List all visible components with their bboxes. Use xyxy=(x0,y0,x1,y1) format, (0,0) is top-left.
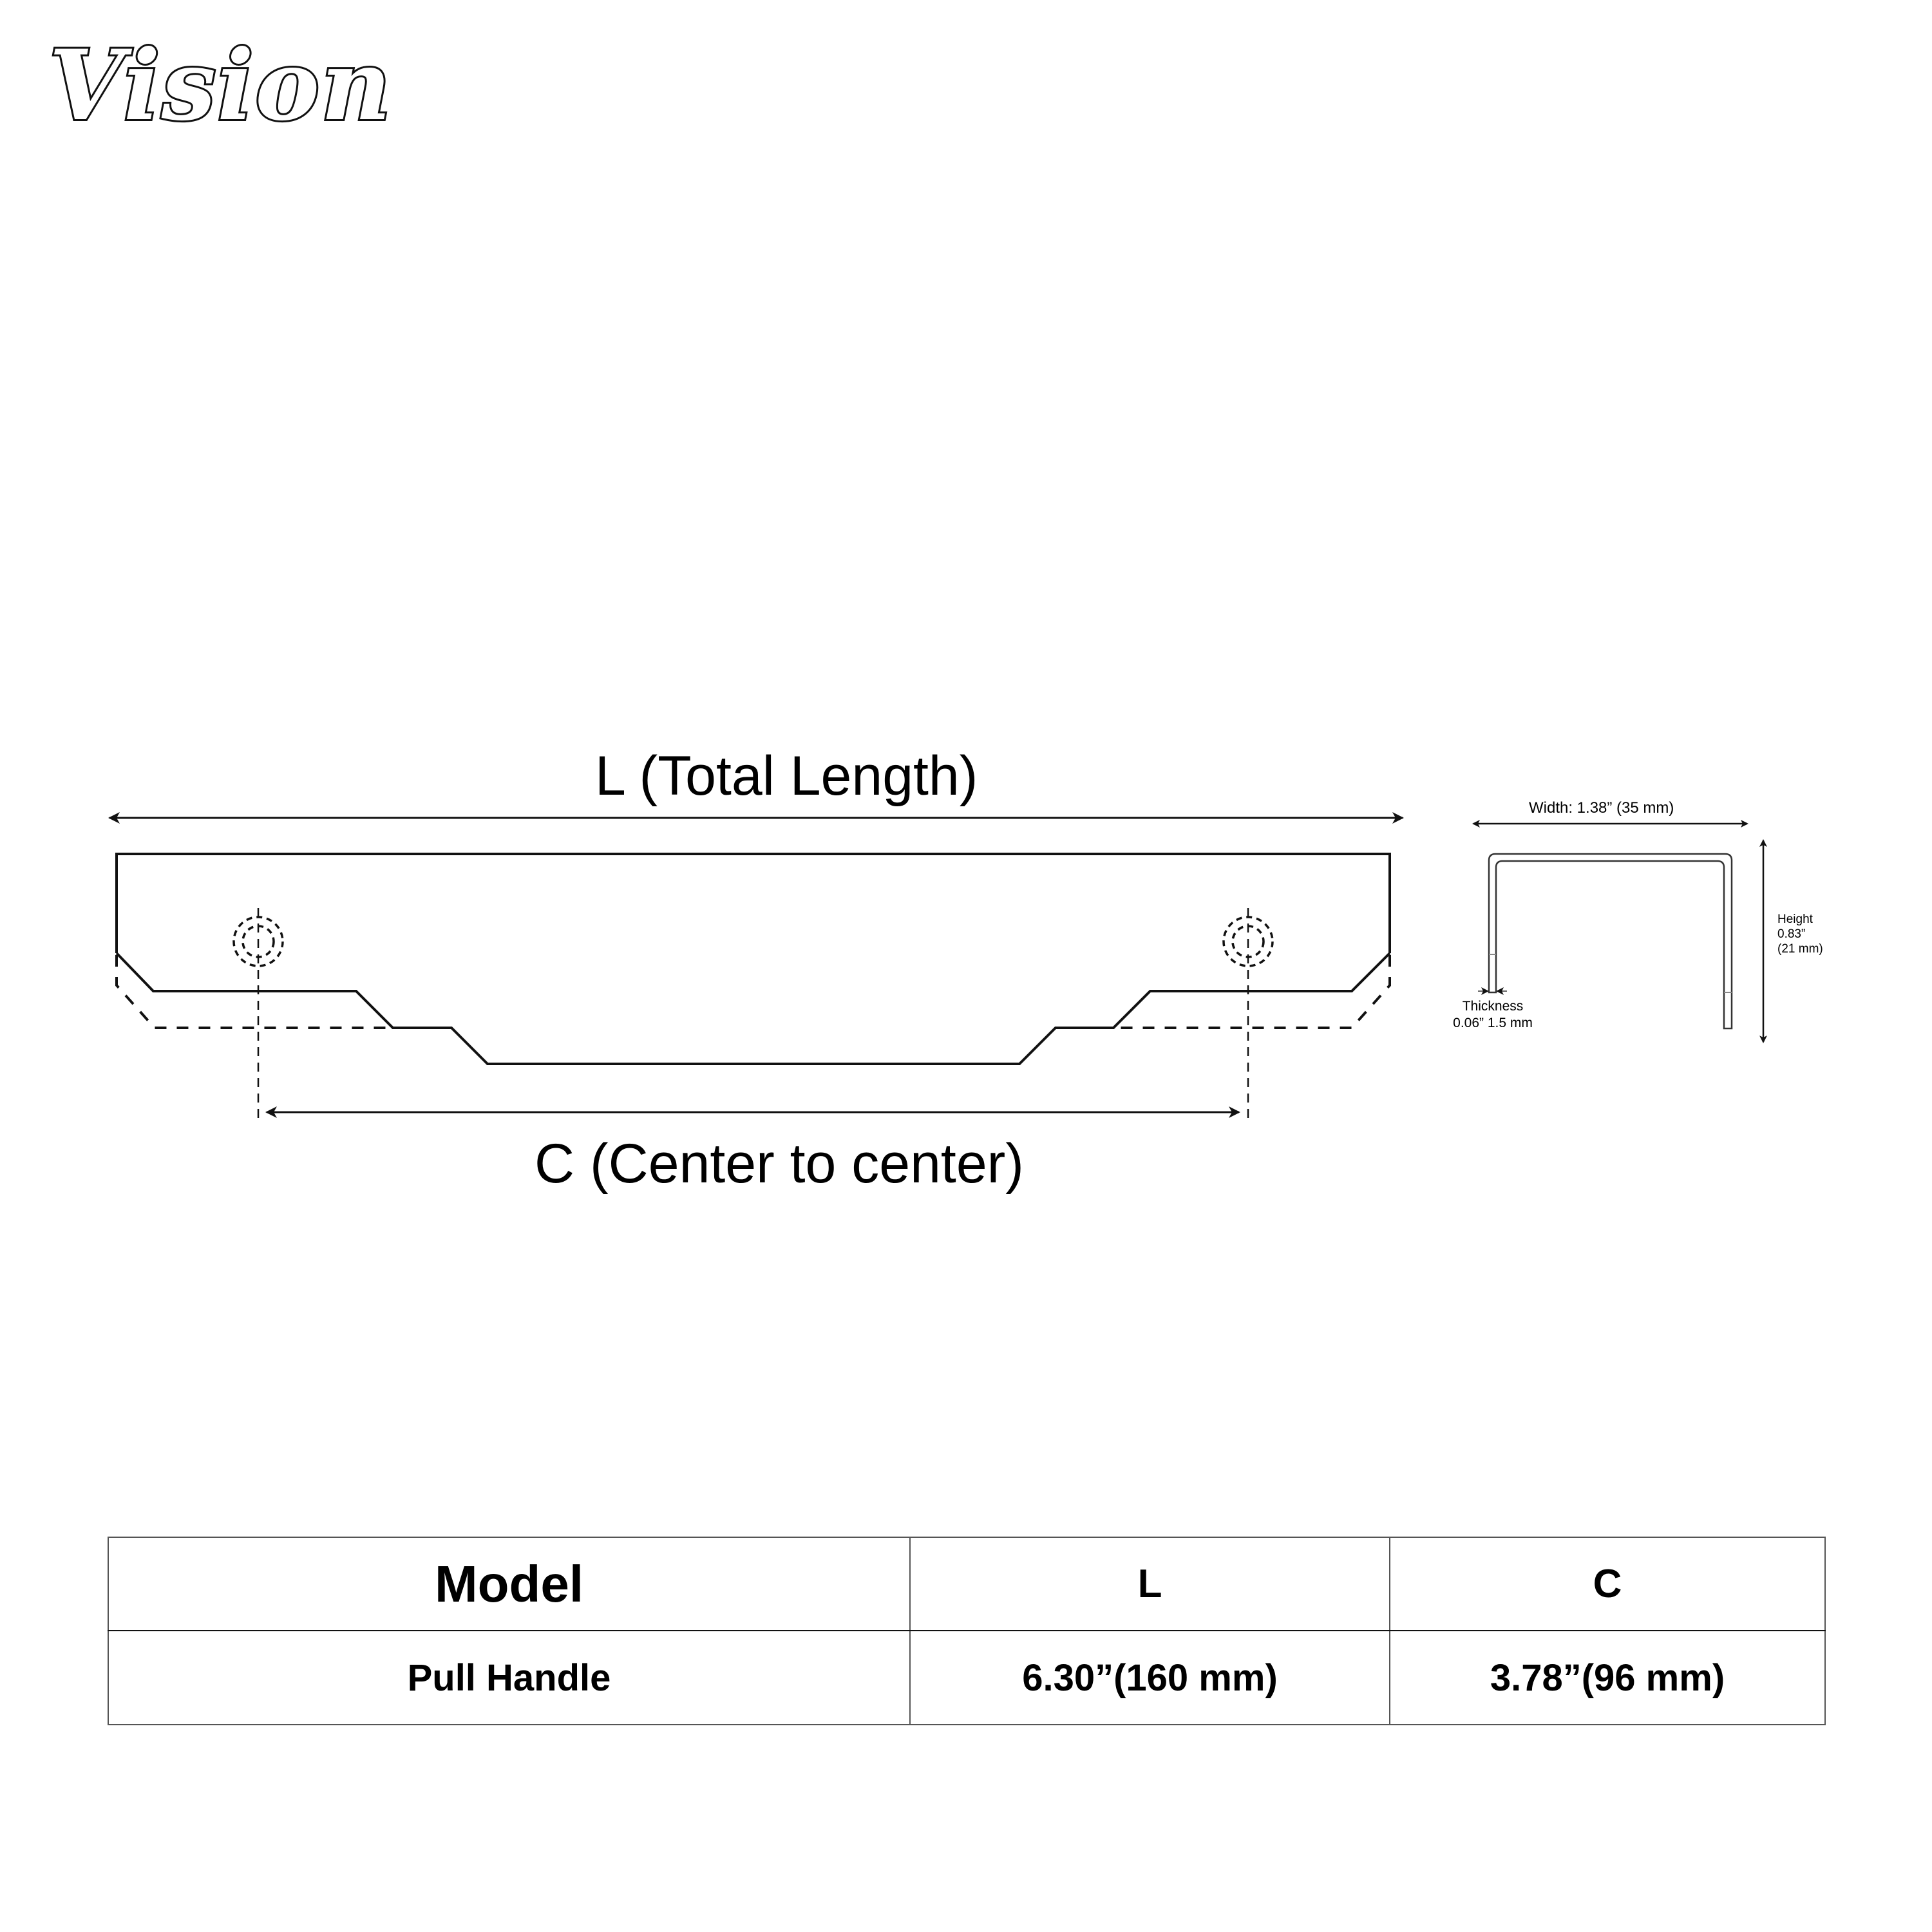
side-profile-u-channel xyxy=(1488,853,1733,1030)
height-label-title: Height xyxy=(1777,913,1813,926)
height-label: Height 0.83” (21 mm) xyxy=(1777,912,1823,956)
cell-center: 3.78”(96 mm) xyxy=(1389,1630,1826,1725)
handle-hidden-edges xyxy=(115,955,1391,1029)
brand-logo: Vision xyxy=(47,29,393,142)
thickness-label: Thickness 0.06” 1.5 mm xyxy=(1449,998,1537,1032)
spec-table: Model L C Pull Handle 6.30”(160 mm) 3.78… xyxy=(108,1537,1826,1725)
height-label-inches: 0.83” xyxy=(1777,927,1806,941)
header-length: L xyxy=(909,1537,1390,1631)
thickness-label-title: Thickness xyxy=(1462,999,1524,1014)
header-model: Model xyxy=(108,1537,911,1631)
total-length-label: L (Total Length) xyxy=(595,745,978,807)
cell-model: Pull Handle xyxy=(108,1630,911,1725)
table-row: Pull Handle 6.30”(160 mm) 3.78”(96 mm) xyxy=(108,1630,1826,1725)
header-center: C xyxy=(1389,1537,1826,1631)
table-header-row: Model L C xyxy=(108,1537,1826,1631)
center-to-center-label: C (Center to center) xyxy=(535,1133,1024,1195)
center-lines xyxy=(257,908,1249,1122)
height-label-mm: (21 mm) xyxy=(1777,942,1823,956)
handle-front-outline xyxy=(115,853,1391,1065)
thickness-label-value: 0.06” 1.5 mm xyxy=(1453,1016,1533,1030)
width-label: Width: 1.38” (35 mm) xyxy=(1529,799,1674,817)
cell-length: 6.30”(160 mm) xyxy=(909,1630,1390,1725)
